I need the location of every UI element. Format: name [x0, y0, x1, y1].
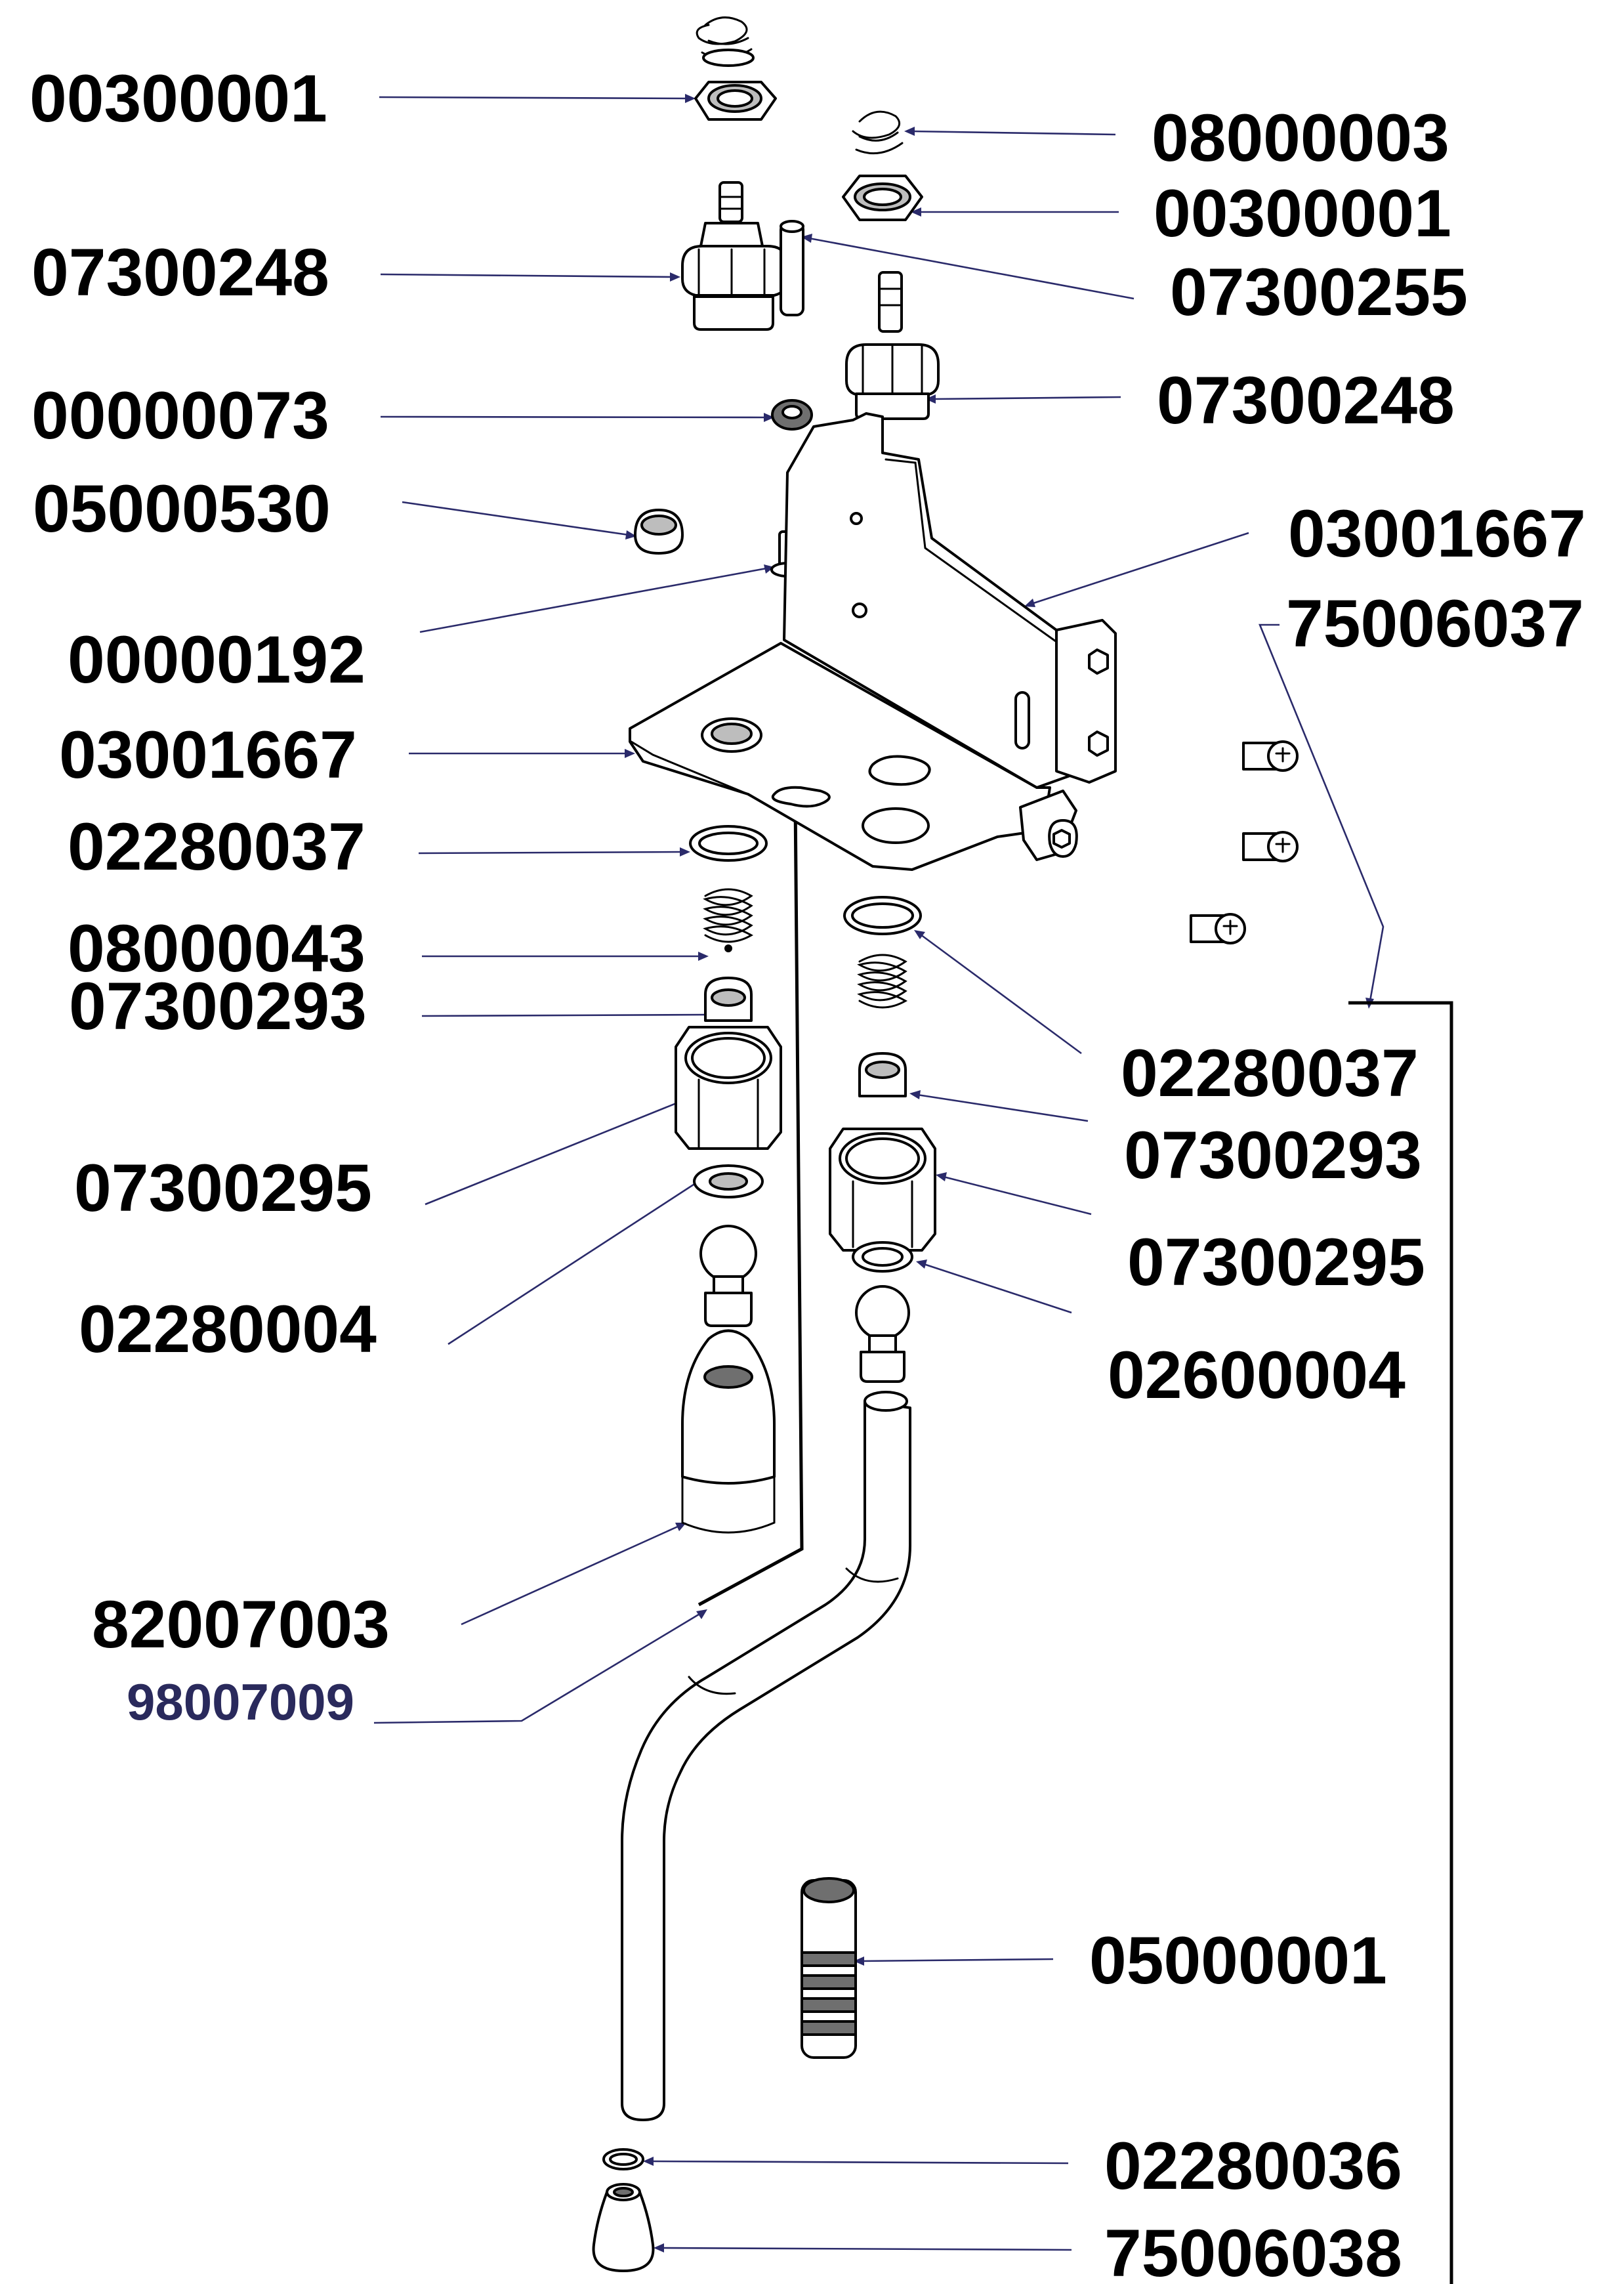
screws	[1190, 740, 1299, 944]
label-00300001-right: 00300001	[1154, 176, 1451, 251]
label-00000192: 00000192	[68, 622, 365, 697]
o-ring-left	[689, 825, 768, 862]
o-ring-small	[602, 2148, 644, 2170]
parts	[592, 16, 1299, 2272]
label-07300255: 07300255	[1170, 255, 1468, 329]
label-02600004: 02600004	[1108, 1338, 1405, 1412]
ball-fitting-left	[699, 1225, 757, 1327]
label-02280036: 02280036	[1104, 2128, 1402, 2203]
assembly-frames	[697, 792, 1453, 2284]
nozzle-tip	[592, 2183, 655, 2272]
label-00300001-left: 00300001	[30, 61, 327, 136]
label-08000003: 08000003	[1152, 100, 1449, 175]
hose-clip-top-left	[696, 16, 755, 67]
valve-seat-left	[704, 977, 753, 1022]
label-02280037-right: 02280037	[1121, 1036, 1419, 1110]
pin	[780, 220, 804, 316]
hex-nut-top-left	[694, 81, 777, 121]
label-03001667-left: 03001667	[59, 717, 357, 792]
steam-pipe	[621, 1391, 911, 2121]
ball-fitting-right	[855, 1285, 910, 1383]
label-05000530: 05000530	[33, 471, 331, 546]
spring-left	[703, 888, 754, 952]
label-07300248-left: 07300248	[31, 235, 329, 310]
label-07300248-right: 07300248	[1157, 363, 1455, 438]
seal-washer-right	[852, 1241, 913, 1273]
label-00000073: 00000073	[31, 378, 329, 453]
union-nut-right	[829, 1128, 936, 1252]
valve-seat-right	[858, 1052, 907, 1097]
threaded-insert	[801, 1877, 857, 2059]
label-07300293-left: 07300293	[69, 969, 367, 1044]
union-nut-left	[675, 1026, 782, 1150]
label-82007003: 82007003	[92, 1587, 390, 1662]
hose-fitting-right	[845, 271, 940, 420]
label-05000001: 05000001	[1089, 1923, 1387, 1998]
label-08000043: 08000043	[68, 911, 365, 986]
callout-labels: 00300001 07300248 00000073 05000530 0000…	[30, 61, 1586, 2284]
label-75006038: 75006038	[1104, 2216, 1402, 2284]
mounting-bracket	[629, 412, 1117, 871]
spring-right	[857, 954, 908, 1009]
hex-nut-top-right	[842, 175, 923, 221]
hose-fitting-left	[681, 181, 789, 331]
label-98007009: 98007009	[127, 1673, 354, 1731]
seal-washer-left	[693, 1164, 764, 1198]
label-07300293-right: 07300293	[1124, 1118, 1422, 1193]
o-ring-right	[843, 896, 922, 935]
hose-clip-top-right	[852, 110, 904, 155]
small-washer	[771, 399, 813, 431]
label-75006037: 75006037	[1286, 586, 1584, 661]
label-02280037-left: 02280037	[68, 809, 365, 884]
label-07300295-right: 07300295	[1127, 1225, 1425, 1300]
label-07300295-left: 07300295	[74, 1151, 372, 1225]
label-02280004: 02280004	[79, 1292, 377, 1366]
nozzle-cap	[681, 1329, 776, 1534]
leader-lines	[373, 94, 1385, 2252]
plug-cap	[634, 509, 684, 555]
label-03001667-right: 03001667	[1288, 496, 1586, 571]
